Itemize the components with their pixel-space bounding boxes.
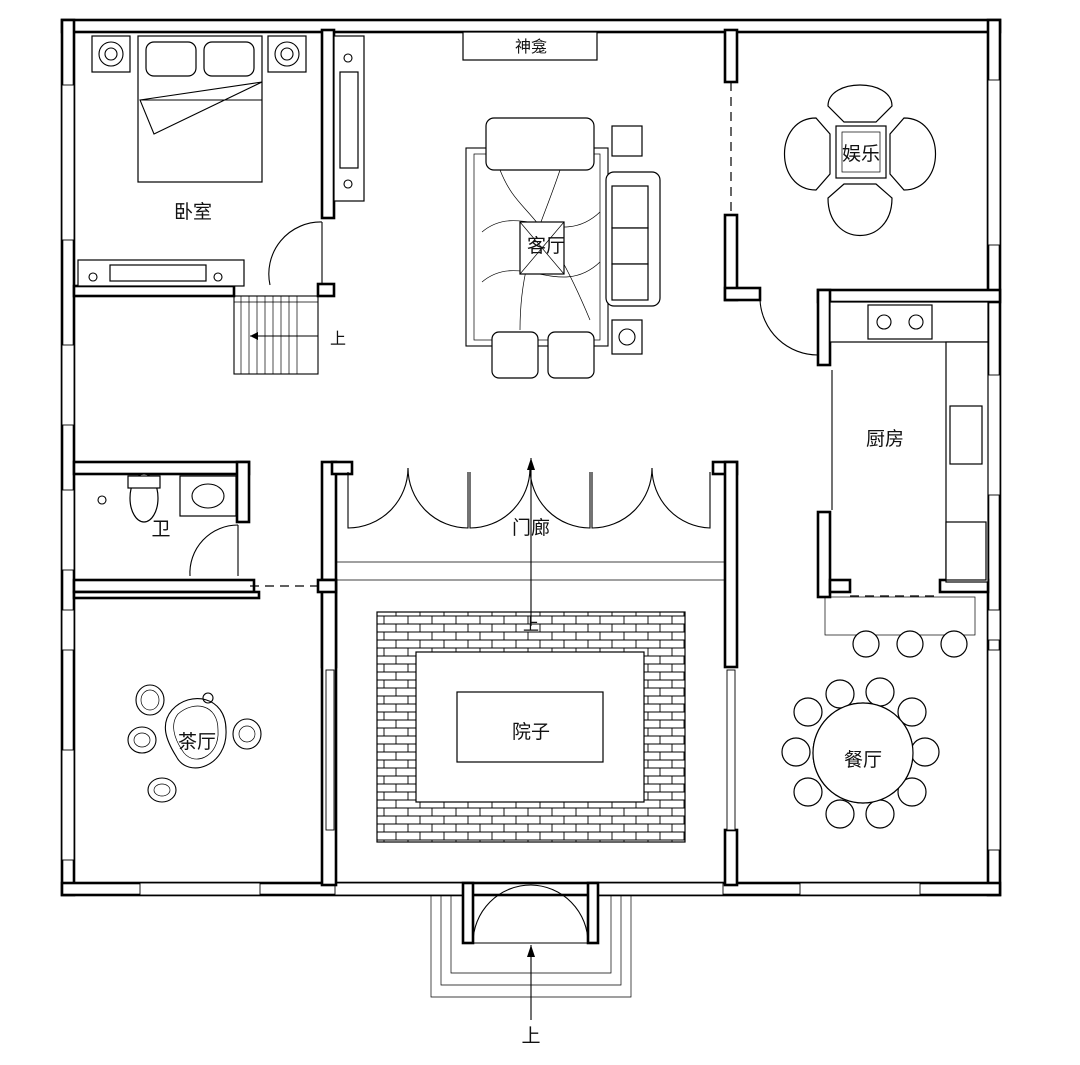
bathroom-furniture: [97, 473, 237, 523]
label-entertainment: 娱乐: [842, 143, 880, 165]
living-furniture: [333, 31, 661, 379]
room-labels: 卧室 神龛 客厅 娱乐 厨房 卫 门廊 院子 茶厅 餐厅 上 上 上: [151, 37, 904, 1047]
label-courtyard: 院子: [512, 721, 550, 743]
staircase: [233, 295, 319, 375]
tea-room-decor: [127, 684, 262, 803]
label-tea-room: 茶厅: [178, 731, 216, 753]
label-living-room: 客厅: [527, 235, 565, 257]
label-entrance-up: 上: [521, 1025, 540, 1047]
windows: [61, 79, 1001, 896]
label-dining-room: 餐厅: [844, 749, 882, 771]
label-kitchen: 厨房: [866, 428, 904, 450]
kitchen-furniture: [824, 301, 989, 658]
label-bedroom: 卧室: [174, 201, 212, 223]
label-stair-up: 上: [330, 329, 346, 348]
label-porch: 门廊: [512, 517, 550, 539]
entertainment-furniture: [784, 84, 936, 236]
dining-furniture: [781, 677, 940, 829]
doors: [189, 221, 833, 945]
label-courtyard-up: 上: [523, 615, 539, 634]
bedroom-furniture: [77, 35, 307, 287]
label-bathroom: 卫: [151, 518, 170, 540]
label-shrine: 神龛: [515, 37, 547, 56]
courtyard: [376, 458, 686, 1020]
